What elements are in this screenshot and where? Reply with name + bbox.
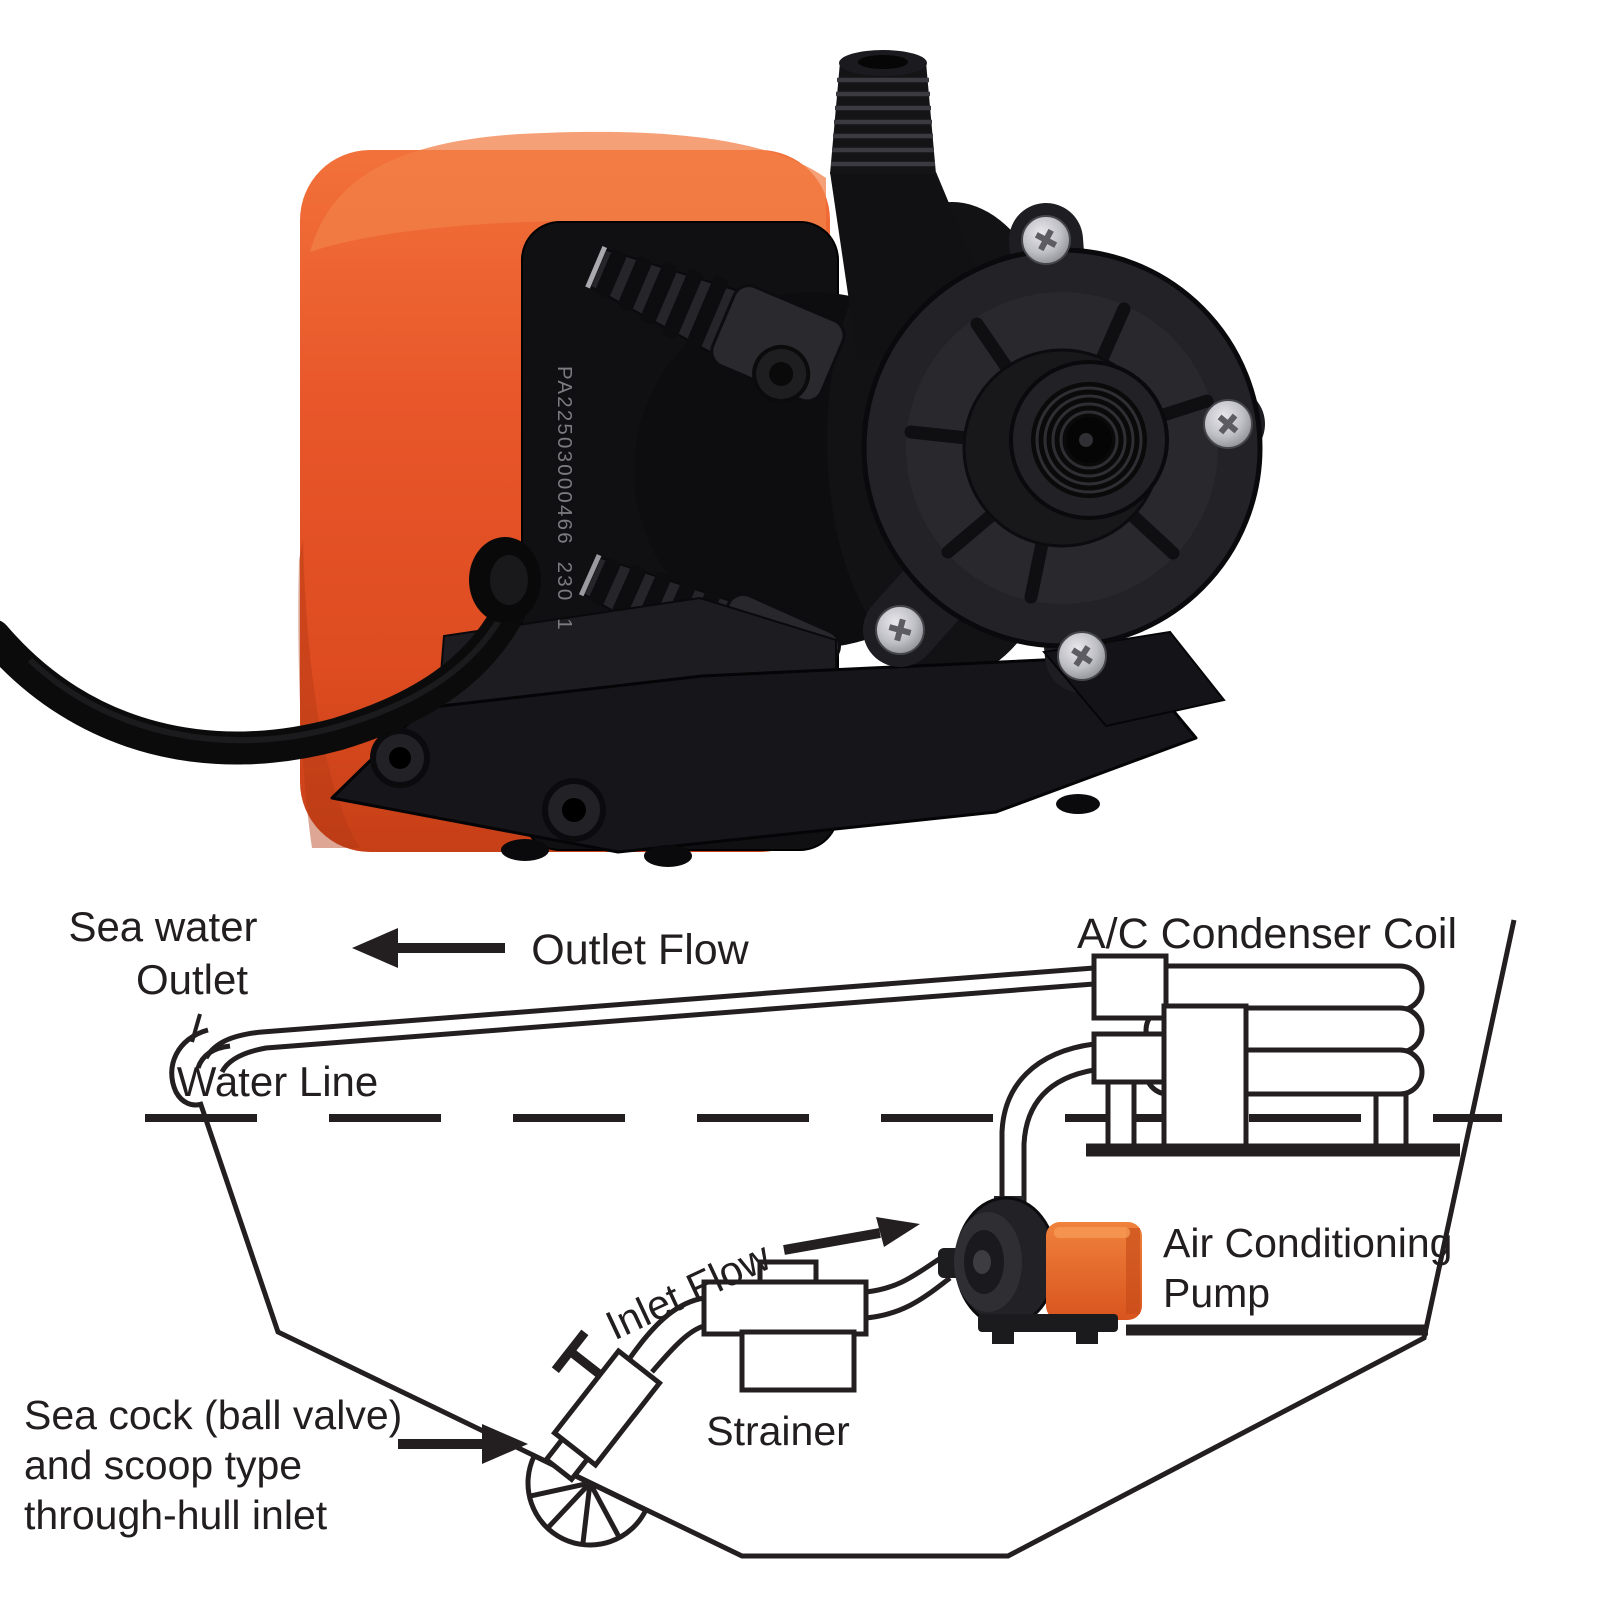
pump-feed-pipe xyxy=(999,1041,1095,1210)
condenser-coil-symbol xyxy=(1091,953,1425,1149)
power-cord xyxy=(0,537,541,765)
outlet-flow-label: Outlet Flow xyxy=(531,926,749,974)
strainer-symbol xyxy=(701,1259,869,1393)
air-conditioning-pump-label: Air Conditioning Pump xyxy=(1163,1218,1493,1318)
product-serial-label: PA22503000466 230 1 xyxy=(553,366,576,632)
seacock-label: Sea cock (ball valve) and scoop type thr… xyxy=(24,1390,454,1540)
water-line-label: Water Line xyxy=(176,1058,379,1105)
seacock-line3: through-hull inlet xyxy=(24,1492,328,1539)
ac-pump-line1: Air Conditioning xyxy=(1163,1220,1453,1266)
phillips-screws xyxy=(875,215,1253,681)
scoop-inlet-symbol xyxy=(525,1452,650,1548)
installation-diagram xyxy=(145,919,1517,1559)
seacock-line1: Sea cock (ball valve) xyxy=(24,1392,403,1438)
ball-valve-symbol xyxy=(542,1329,664,1483)
condenser-coil-label: A/C Condenser Coil xyxy=(1076,910,1457,958)
ac-pump-line2: Pump xyxy=(1163,1270,1271,1317)
outlet-flow-arrow-icon xyxy=(352,928,505,968)
seacock-line2: and scoop type xyxy=(24,1442,303,1489)
inlet-pipe xyxy=(627,1253,952,1374)
sea-water-outlet-line1: Sea water xyxy=(68,903,258,950)
inlet-flow-arrow-icon xyxy=(783,1217,920,1255)
diagram-pump-icon xyxy=(938,1196,1142,1344)
mounting-base xyxy=(330,596,1198,867)
pump-head-face xyxy=(861,203,1265,728)
upper-barb-fitting xyxy=(585,245,846,403)
outlet-port-threaded-stub xyxy=(830,50,936,174)
seacock-arrow-icon xyxy=(398,1424,528,1464)
sea-water-outlet-line2: Outlet xyxy=(135,955,249,1003)
sea-water-outlet-fitting xyxy=(169,1013,231,1108)
product-photo xyxy=(0,50,1265,867)
hull-outline xyxy=(197,919,1517,1559)
strainer-label: Strainer xyxy=(706,1408,850,1454)
sea-water-outlet-label: Sea water Outlet xyxy=(38,901,288,1007)
port-threads xyxy=(1035,386,1143,494)
flow-arrows xyxy=(352,928,920,1464)
